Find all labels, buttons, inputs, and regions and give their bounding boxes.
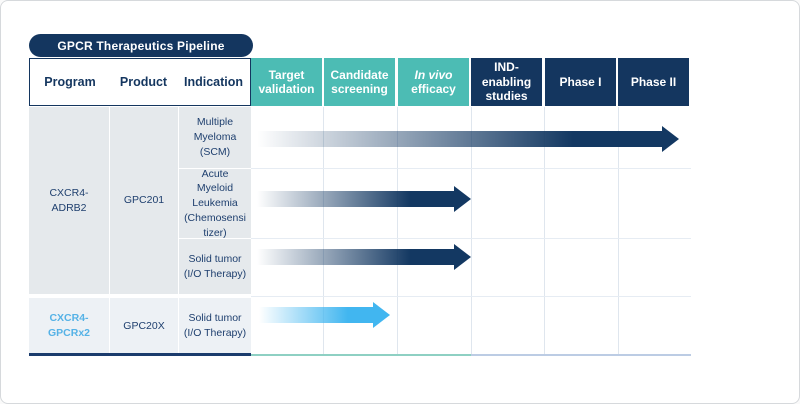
product-cell-gpc201: GPC201 bbox=[110, 107, 178, 294]
program-name: CXCR4-ADRB2 bbox=[49, 186, 89, 214]
indication-cell-multiple-myeloma: Multiple Myeloma (SCM) bbox=[179, 107, 251, 168]
progress-arrow-aml bbox=[257, 186, 471, 212]
table-bottom-border-clinical bbox=[471, 354, 691, 356]
product-name: GPC20X bbox=[123, 319, 165, 332]
product-name: GPC201 bbox=[123, 194, 165, 207]
stage-label-line: Target bbox=[268, 67, 305, 82]
stage-header-candidate-screening: Candidate screening bbox=[324, 58, 395, 106]
stage-label-line: studies bbox=[485, 89, 528, 104]
gridline-vertical bbox=[323, 107, 324, 354]
arrow-head-icon bbox=[662, 126, 679, 152]
pipeline-title: GPCR Therapeutics Pipeline bbox=[57, 38, 225, 53]
stage-label-line: enabling bbox=[481, 74, 532, 89]
program-cell-cxcr4-adrb2: CXCR4-ADRB2 bbox=[29, 107, 109, 294]
gridline-horizontal bbox=[251, 238, 691, 239]
stage-header-in-vivo-efficacy: In vivo efficacy bbox=[398, 58, 469, 106]
indication-cell-solid-tumor-io: Solid tumor (I/O Therapy) bbox=[179, 239, 251, 294]
progress-arrow-solid-tumor-io-2 bbox=[259, 302, 390, 328]
indication-cell-solid-tumor-io-2: Solid tumor (I/O Therapy) bbox=[179, 298, 251, 354]
gridline-vertical bbox=[397, 107, 398, 354]
table-header-left: Program Product Indication bbox=[29, 58, 251, 106]
indication-text: Solid tumor (I/O Therapy) bbox=[183, 252, 247, 280]
stage-label-line: Phase II bbox=[630, 74, 677, 89]
indication-text: Solid tumor (I/O Therapy) bbox=[183, 312, 247, 339]
stage-label-line: screening bbox=[331, 82, 388, 96]
program-name: CXCR4-GPCRx2 bbox=[47, 312, 90, 339]
stage-label-line: efficacy bbox=[411, 82, 456, 96]
indication-cell-aml: Acute Myeloid Leukemia (Chemosensitizer) bbox=[179, 167, 251, 239]
column-header-indication: Indication bbox=[183, 75, 244, 89]
arrow-bar bbox=[259, 307, 373, 323]
table-bottom-border-left bbox=[29, 353, 251, 356]
arrow-bar bbox=[257, 131, 662, 147]
arrow-bar bbox=[257, 249, 454, 265]
stage-label-line: IND- bbox=[494, 60, 519, 75]
stage-label-line: Candidate bbox=[330, 67, 389, 82]
stage-header-target-validation: Target validation bbox=[251, 58, 322, 106]
column-header-product: Product bbox=[119, 75, 168, 89]
arrow-head-icon bbox=[454, 186, 471, 212]
stage-header-phase-1: Phase I bbox=[545, 58, 616, 106]
progress-arrow-solid-tumor-io bbox=[257, 244, 471, 270]
program-cell-cxcr4-gpcrx2: CXCR4-GPCRx2 bbox=[29, 298, 109, 354]
stage-label-line: Phase I bbox=[559, 74, 602, 89]
column-header-program: Program bbox=[44, 75, 96, 89]
progress-arrow-multiple-myeloma bbox=[257, 126, 679, 152]
indication-text: Acute Myeloid Leukemia (Chemosensitizer) bbox=[184, 167, 246, 239]
gridline-vertical bbox=[471, 107, 472, 354]
stage-label-line: validation bbox=[258, 82, 315, 96]
arrow-head-icon bbox=[454, 244, 471, 270]
gridline-horizontal bbox=[251, 296, 691, 297]
indication-text: Multiple Myeloma (SCM) bbox=[193, 116, 237, 158]
stage-header-phase-2: Phase II bbox=[618, 58, 689, 106]
stage-label-line: In vivo bbox=[414, 67, 453, 82]
table-bottom-border-preclinical bbox=[251, 354, 471, 356]
arrow-bar bbox=[257, 191, 454, 207]
product-cell-gpc20x: GPC20X bbox=[110, 298, 178, 354]
gridline-horizontal bbox=[251, 168, 691, 169]
arrow-head-icon bbox=[373, 302, 390, 328]
gridline-vertical bbox=[544, 107, 545, 354]
stage-header-ind-enabling-studies: IND- enabling studies bbox=[471, 58, 542, 106]
pipeline-title-badge: GPCR Therapeutics Pipeline bbox=[29, 34, 253, 57]
gridline-vertical bbox=[618, 107, 619, 354]
